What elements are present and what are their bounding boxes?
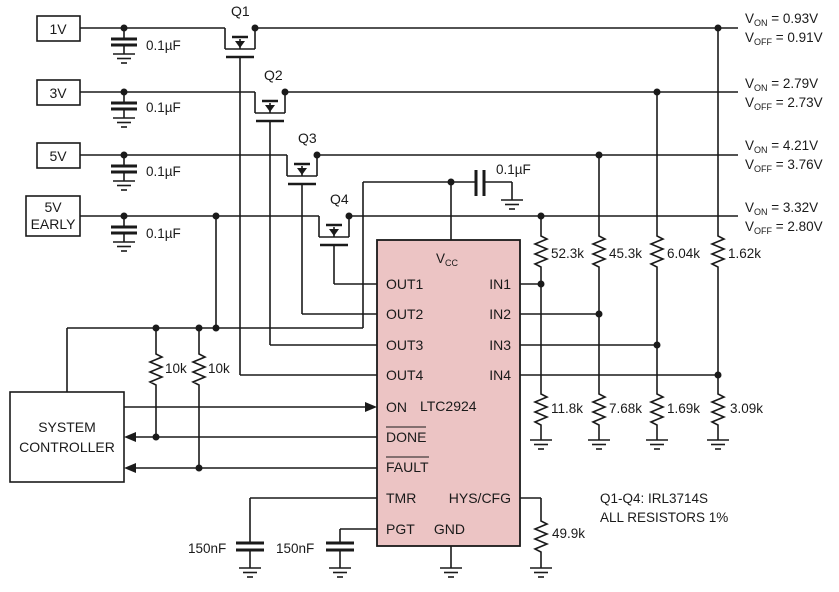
divider-in3: [520, 88, 669, 450]
threshold-4: VON = 3.32V VOFF = 2.80V: [745, 200, 823, 236]
divider-in4: [520, 24, 730, 450]
ltc2924-ic: [376, 239, 521, 547]
pgt-cap-label: 150nF: [276, 541, 314, 556]
input-1v-label: 1V: [49, 21, 67, 37]
input-5v-early-label-2: EARLY: [31, 216, 77, 232]
ic-ground: [439, 546, 463, 578]
timer-capacitors: [236, 497, 377, 578]
ic-name: LTC2924: [420, 398, 477, 414]
q2-label: Q2: [264, 67, 283, 83]
svg-text:VON = 0.93V: VON = 0.93V: [745, 11, 818, 28]
pin-out1: OUT1: [386, 276, 424, 292]
hys-resistor: [520, 497, 553, 578]
pin-in1: IN1: [489, 276, 511, 292]
rail-cap-1-label: 0.1µF: [146, 38, 181, 53]
divider-in2: [520, 151, 611, 450]
r-lower-3-label: 1.69k: [667, 401, 700, 416]
pullup-2-label: 10k: [208, 361, 230, 376]
rail-cap-2-label: 0.1µF: [146, 100, 181, 115]
input-5v-box: [36, 142, 81, 169]
vcc-cap-label: 0.1µF: [496, 162, 531, 177]
pin-done: DONE: [386, 429, 426, 445]
r-lower-2-label: 7.68k: [609, 401, 642, 416]
pin-in4: IN4: [489, 367, 511, 383]
mosfet-q4: [317, 212, 353, 284]
mosfet-q3: [285, 151, 321, 314]
divider-in1: [520, 212, 553, 450]
controller-signals: [124, 402, 377, 473]
input-rails: [80, 27, 319, 217]
r-upper-2-label: 45.3k: [609, 246, 642, 261]
svg-text:VON = 4.21V: VON = 4.21V: [745, 138, 818, 155]
pin-out2: OUT2: [386, 306, 424, 322]
q1-label: Q1: [231, 3, 250, 19]
q3-label: Q3: [298, 130, 317, 146]
r-lower-4-label: 3.09k: [730, 401, 763, 416]
svg-text:VON = 2.79V: VON = 2.79V: [745, 76, 818, 93]
svg-text:VOFF = 3.76V: VOFF = 3.76V: [745, 157, 823, 174]
pin-tmr: TMR: [386, 490, 416, 506]
input-1v-box: [36, 15, 81, 42]
vcc-capacitor: [362, 170, 524, 323]
control-bus: [66, 212, 364, 468]
input-5v-label: 5V: [49, 148, 67, 164]
controller-label-2: CONTROLLER: [19, 439, 115, 455]
pin-in3: IN3: [489, 337, 511, 353]
r-lower-1-label: 11.8k: [551, 401, 583, 416]
input-3v-box: [36, 79, 81, 106]
threshold-3: VON = 4.21V VOFF = 3.76V: [745, 138, 823, 174]
output-rails: [255, 27, 738, 217]
svg-text:VOFF = 2.73V: VOFF = 2.73V: [745, 95, 823, 112]
svg-text:VON = 3.32V: VON = 3.32V: [745, 200, 818, 217]
mosfet-q1: [223, 24, 259, 375]
rail-capacitors: [109, 24, 139, 253]
r-upper-4-label: 1.62k: [728, 246, 761, 261]
pin-gnd: GND: [434, 521, 465, 537]
q4-label: Q4: [330, 191, 349, 207]
pin-fault: FAULT: [386, 459, 429, 475]
threshold-1: VON = 0.93V VOFF = 0.91V: [745, 11, 823, 47]
out-wiring: [240, 283, 377, 376]
pin-out3: OUT3: [386, 337, 424, 353]
hys-resistor-label: 49.9k: [552, 526, 585, 541]
pin-hys-cfg: HYS/CFG: [449, 490, 511, 506]
ic-vcc-label: VCC: [436, 251, 459, 268]
svg-text:VOFF = 0.91V: VOFF = 0.91V: [745, 30, 823, 47]
pin-on: ON: [386, 399, 407, 415]
input-5v-early-label-1: 5V: [44, 199, 62, 215]
threshold-2: VON = 2.79V VOFF = 2.73V: [745, 76, 823, 112]
rail-cap-3-label: 0.1µF: [146, 164, 181, 179]
svg-text:VOFF = 2.80V: VOFF = 2.80V: [745, 219, 823, 236]
rail-cap-4-label: 0.1µF: [146, 226, 181, 241]
r-upper-1-label: 52.3k: [551, 246, 584, 261]
system-controller: [9, 391, 125, 483]
pullup-1-label: 10k: [165, 361, 187, 376]
tmr-cap-label: 150nF: [188, 541, 226, 556]
r-upper-3-label: 6.04k: [667, 246, 700, 261]
note-resistors: ALL RESISTORS 1%: [600, 510, 728, 525]
input-3v-label: 3V: [49, 85, 67, 101]
note-mosfets: Q1-Q4: IRL3714S: [600, 491, 708, 506]
pin-pgt: PGT: [386, 521, 415, 537]
pin-out4: OUT4: [386, 367, 424, 383]
controller-label-1: SYSTEM: [38, 419, 96, 435]
pin-in2: IN2: [489, 306, 511, 322]
